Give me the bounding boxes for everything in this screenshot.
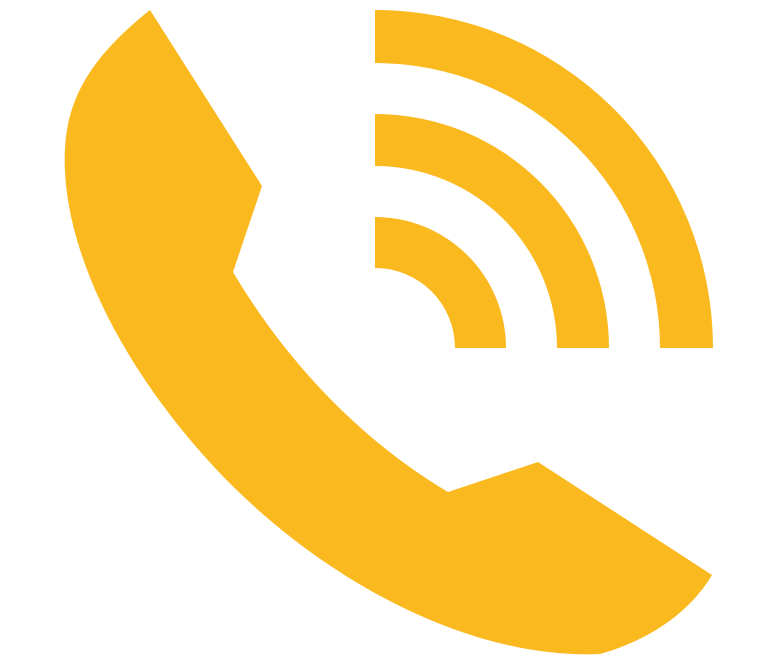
sound-wave-outer <box>375 10 713 348</box>
handset-shape <box>64 10 712 655</box>
sound-wave-inner <box>375 217 506 348</box>
sound-wave-middle <box>375 114 609 348</box>
